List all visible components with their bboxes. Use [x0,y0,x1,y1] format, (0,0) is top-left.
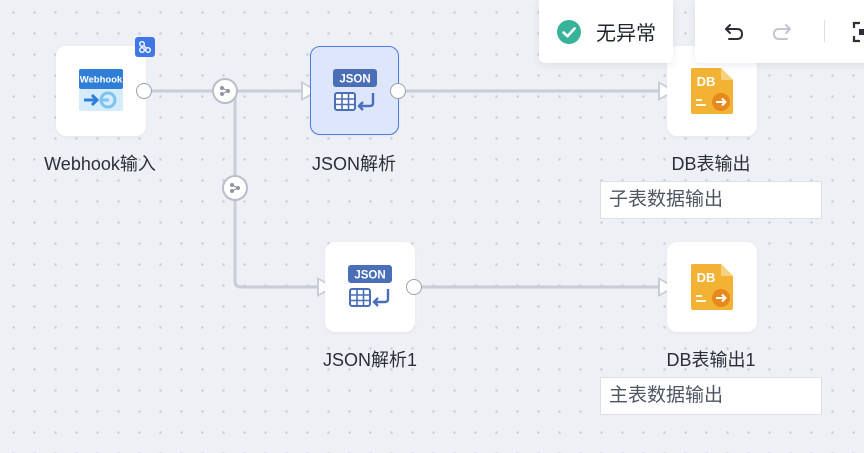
connector-icon [139,41,151,53]
json-parse-icon: JSON [348,265,392,307]
undo-icon [725,24,744,40]
fit-view-button[interactable] [849,19,864,45]
webhook-input-label: Webhook输入 [44,154,156,174]
node-json-parse-1[interactable]: JSON [325,242,415,332]
db-icon-text: DB [697,270,716,285]
db-output-label: DB表输出 [671,154,751,174]
check-circle-icon [557,19,581,44]
status-panel: 无异常 [539,0,673,63]
undo-button[interactable] [721,19,747,45]
branch-icon [230,183,240,193]
edge-branch-to-json1 [233,91,318,289]
json-icon-text: JSON [339,73,370,85]
node-type-badge[interactable] [135,37,155,57]
db-icon-text: DB [697,74,716,89]
db-output-note[interactable]: 子表数据输出 [600,181,822,219]
json-parse-icon: JSON [332,68,377,111]
webhook-icon: Webhook [79,69,123,111]
node-json-parse[interactable]: JSON [310,46,399,135]
json-parse-label: JSON解析 [311,154,396,174]
json-parse-1-output-port[interactable] [406,279,422,295]
json-parse-1-label: JSON解析1 [322,350,418,370]
redo-icon [772,24,791,40]
webhook-output-port[interactable] [136,83,152,99]
fit-view-icon [852,21,864,43]
json-icon-text: JSON [354,270,385,282]
node-db-output-1[interactable]: DB [667,242,757,332]
db-output-1-note[interactable]: 主表数据输出 [600,377,822,415]
webhook-icon-text: Webhook [80,75,123,86]
db-output-1-label: DB表输出1 [666,350,756,370]
json-parse-output-port[interactable] [390,83,406,99]
status-text: 无异常 [596,21,656,45]
toolbar-separator [824,20,825,42]
branch-icon [220,86,230,96]
db-table-icon: DB [691,68,733,114]
db-table-icon: DB [691,264,733,310]
node-webhook-input[interactable]: Webhook [56,46,146,136]
canvas-toolbar [695,0,864,63]
redo-button[interactable] [769,19,795,45]
branch-junction-top[interactable] [212,78,238,104]
branch-junction-bottom[interactable] [222,175,248,201]
